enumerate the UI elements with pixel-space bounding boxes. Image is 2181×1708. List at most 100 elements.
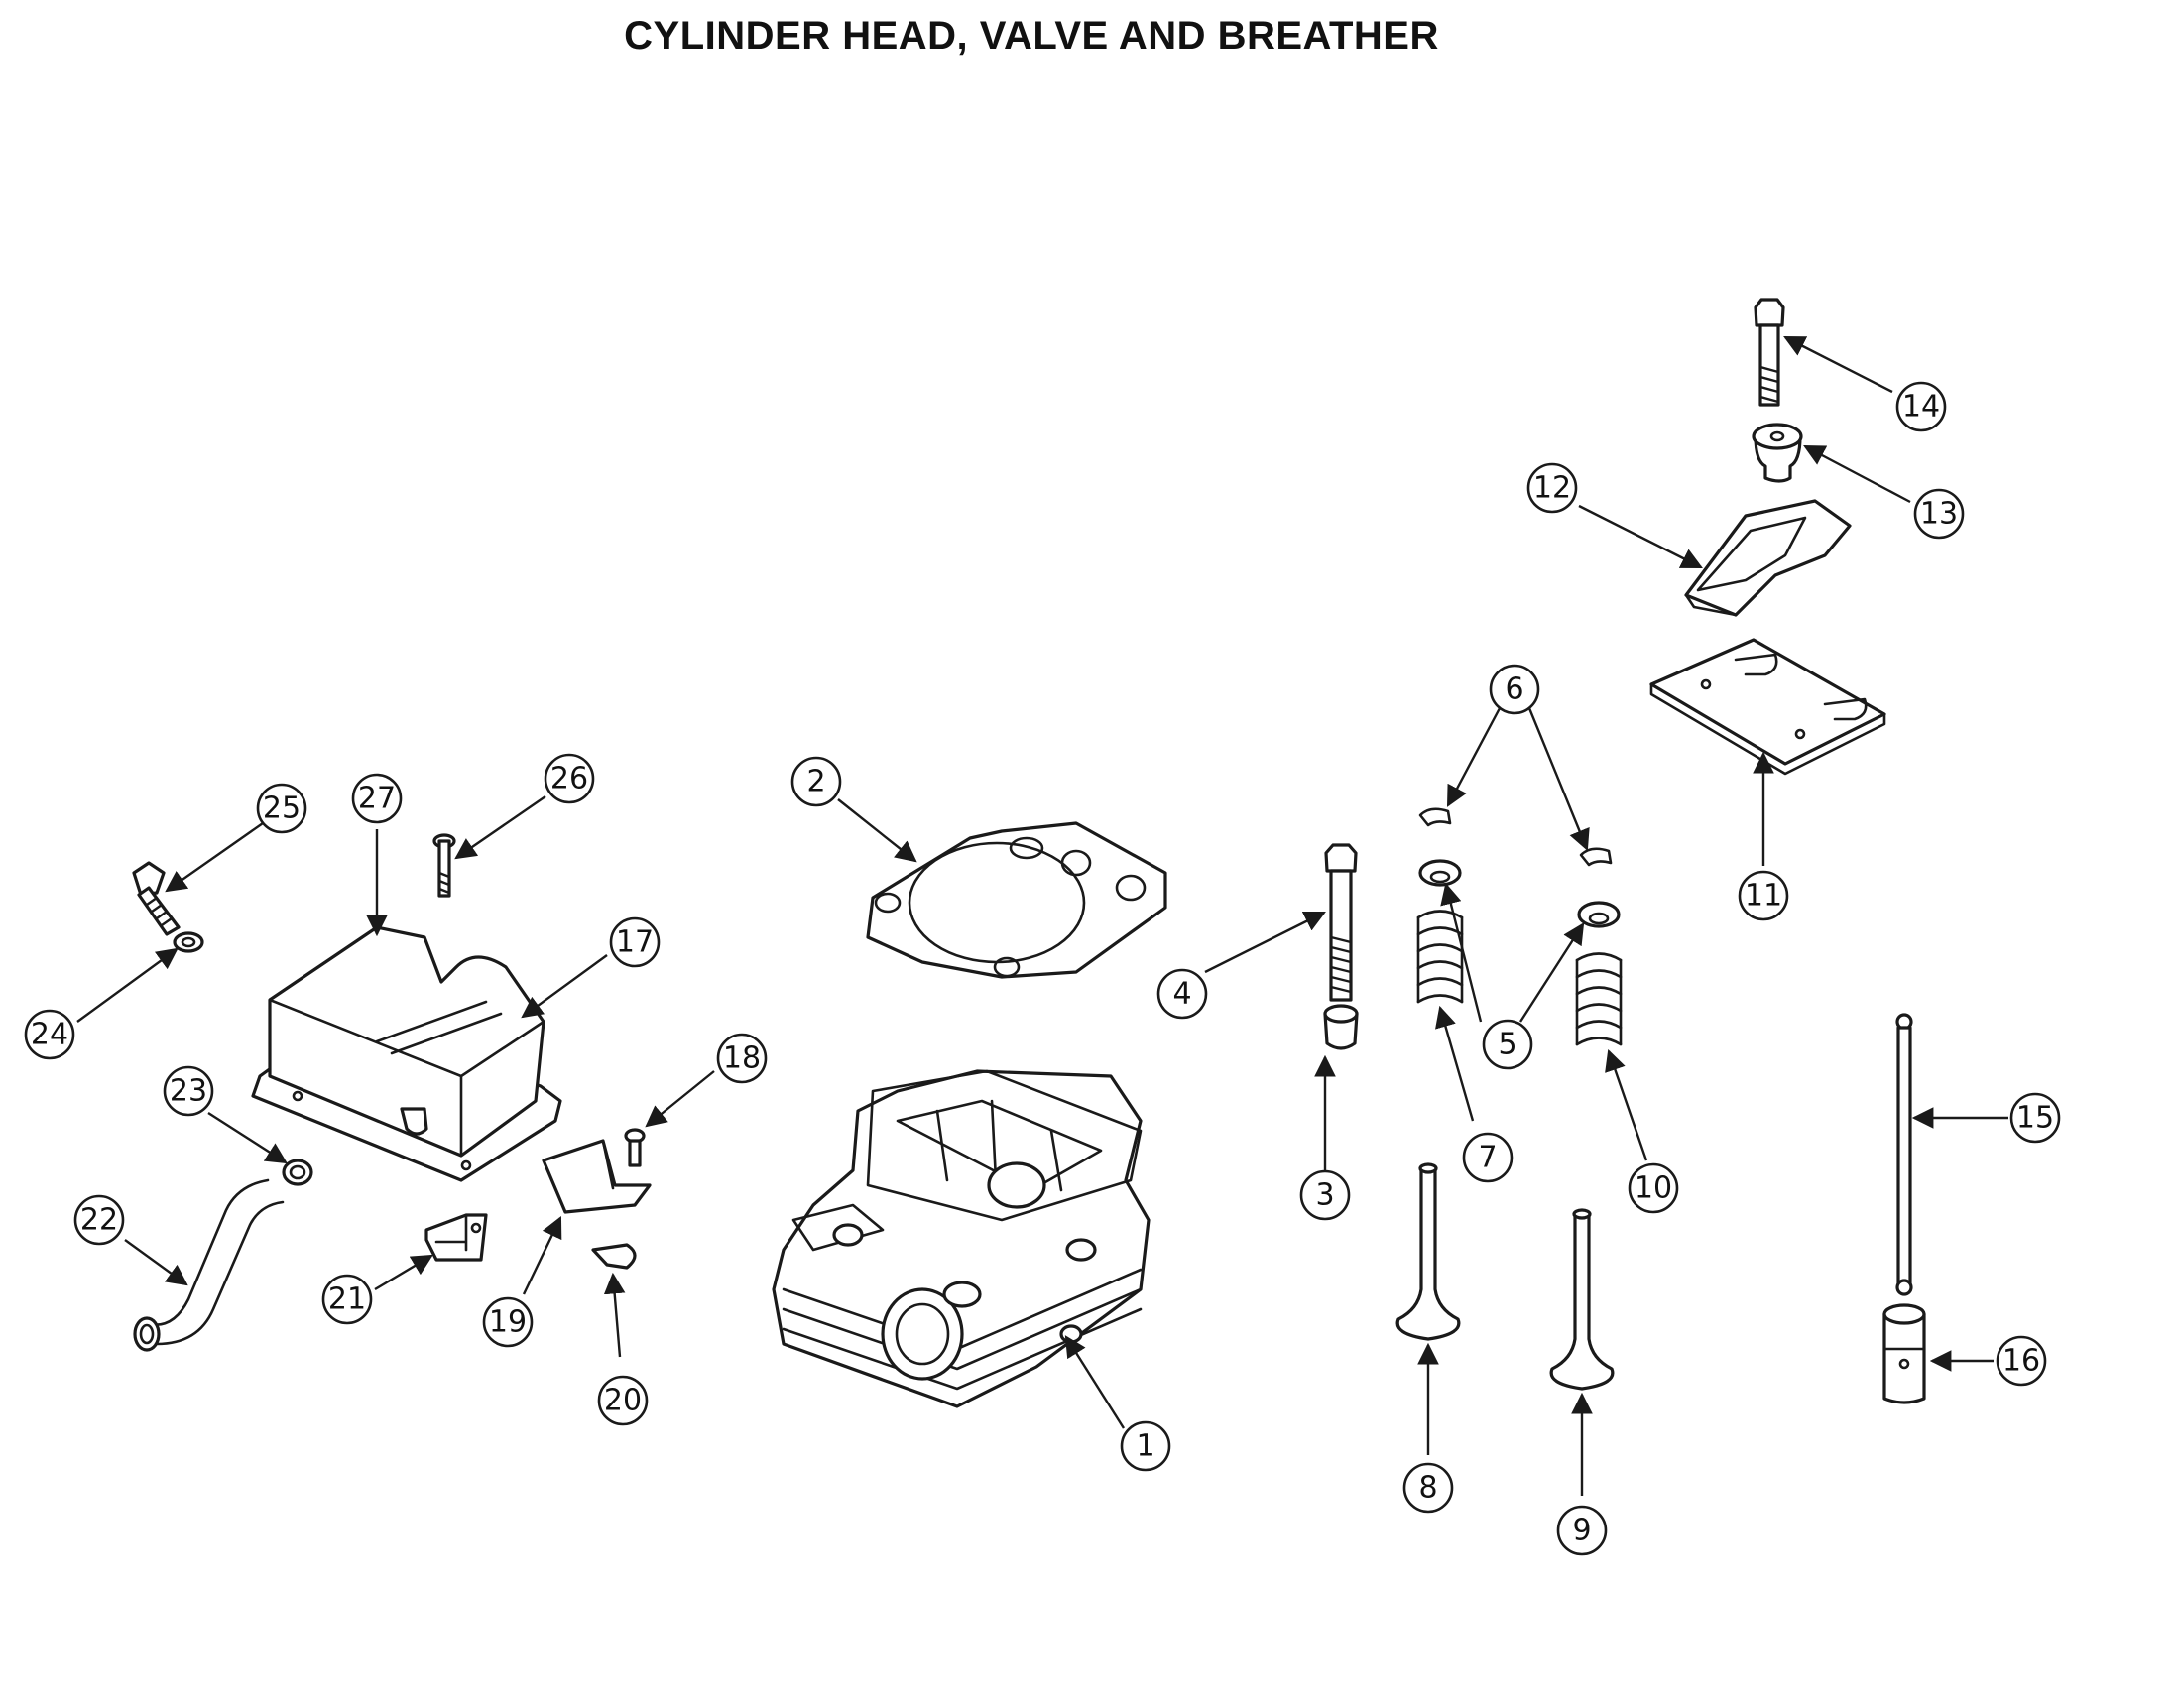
callout-label: 6 [1505, 672, 1523, 707]
part-valve-keeper-left [1418, 807, 1452, 827]
callout-label: 7 [1478, 1141, 1497, 1175]
part-valve-intake [1549, 1208, 1615, 1391]
callout-2: 2 [790, 756, 842, 807]
part-push-rod [1895, 1013, 1913, 1296]
leader-25 [165, 822, 264, 893]
leader-10 [1605, 1048, 1648, 1161]
leader-19 [522, 1216, 562, 1295]
callout-label: 26 [550, 762, 588, 796]
leader-14 [1783, 335, 1893, 394]
part-head-gasket [866, 821, 1167, 979]
leader-2 [837, 798, 917, 863]
callout-label: 15 [2016, 1101, 2054, 1136]
callout-label: 1 [1136, 1429, 1154, 1464]
page-title: CYLINDER HEAD, VALVE AND BREATHER [624, 14, 1439, 58]
callout-7: 7 [1462, 1132, 1514, 1183]
callout-label: 5 [1498, 1028, 1516, 1062]
callout-27: 27 [351, 773, 403, 824]
callout-13: 13 [1913, 488, 1965, 540]
callout-20: 20 [597, 1375, 649, 1426]
part-valve-spring-left [1416, 910, 1464, 1004]
part-washer [173, 931, 204, 953]
callout-label: 9 [1572, 1514, 1591, 1548]
leader-26 [454, 795, 546, 860]
callout-24: 24 [24, 1009, 75, 1060]
part-valve-spring-right [1575, 952, 1623, 1046]
callout-11: 11 [1738, 870, 1789, 921]
leader-24 [76, 947, 179, 1023]
callout-label: 16 [2002, 1344, 2040, 1379]
callout-17: 17 [609, 916, 661, 968]
callout-label: 4 [1172, 977, 1191, 1012]
callout-1: 1 [1120, 1420, 1171, 1472]
part-screw-small [624, 1128, 646, 1167]
callout-label: 8 [1418, 1471, 1437, 1506]
part-hose-clamp [282, 1159, 313, 1186]
part-head-bolt [1324, 843, 1358, 1002]
callout-label: 17 [616, 925, 654, 960]
part-rocker-guide-plate [1649, 638, 1886, 776]
callout-label: 20 [604, 1384, 642, 1418]
leader-17 [521, 954, 608, 1019]
callout-label: 10 [1635, 1171, 1672, 1206]
callout-label: 21 [328, 1282, 366, 1317]
part-breather-hose [133, 1178, 285, 1352]
leader-1 [1064, 1335, 1126, 1429]
part-rocker-arm [1684, 499, 1852, 617]
callout-21: 21 [321, 1274, 373, 1325]
callout-4: 4 [1156, 968, 1208, 1020]
part-stud-bolt [432, 833, 456, 898]
part-valve-keeper-right [1579, 847, 1613, 867]
callout-label: 2 [806, 765, 825, 799]
callout-label: 14 [1902, 390, 1940, 425]
leader-13 [1803, 444, 1911, 504]
callout-label: 3 [1315, 1178, 1334, 1213]
callout-8: 8 [1402, 1462, 1454, 1514]
part-bracket [424, 1213, 488, 1262]
callout-label: 12 [1533, 471, 1571, 506]
part-breather-plate [591, 1243, 637, 1270]
callout-3: 3 [1299, 1169, 1351, 1221]
part-cover-bolt [132, 861, 181, 936]
callout-12: 12 [1526, 462, 1578, 514]
part-rocker-pivot [1752, 423, 1803, 483]
callout-6: 6 [1489, 664, 1540, 715]
callout-15: 15 [2009, 1092, 2061, 1144]
part-spring-retainer-left [1418, 859, 1462, 887]
callout-label: 13 [1920, 497, 1958, 532]
callout-label: 25 [263, 792, 301, 826]
callout-10: 10 [1628, 1162, 1679, 1214]
callout-22: 22 [73, 1194, 125, 1246]
part-breather-baffle [542, 1139, 652, 1214]
leader-23 [207, 1111, 288, 1164]
leader-18 [645, 1070, 715, 1128]
callout-18: 18 [716, 1033, 768, 1084]
leader-5b [1518, 922, 1585, 1023]
part-tappet [1882, 1303, 1926, 1404]
callout-26: 26 [544, 753, 595, 804]
callout-14: 14 [1895, 381, 1947, 432]
part-valve-cover [251, 925, 562, 1182]
part-cylinder-head [772, 1069, 1151, 1408]
part-valve-stem-seal [1323, 1004, 1359, 1050]
callout-label: 23 [170, 1074, 207, 1109]
callout-label: 24 [31, 1018, 68, 1052]
leader-4 [1204, 911, 1326, 974]
leader-12 [1578, 504, 1703, 569]
part-rocker-bolt [1754, 298, 1785, 407]
leader-6a [1446, 707, 1502, 807]
callout-16: 16 [1996, 1335, 2047, 1387]
part-valve-exhaust [1395, 1162, 1461, 1341]
leader-7 [1435, 1005, 1475, 1122]
part-spring-retainer-right [1577, 901, 1621, 928]
callout-5: 5 [1482, 1019, 1533, 1070]
leader-20 [603, 1272, 626, 1358]
callout-label: 22 [80, 1203, 118, 1238]
callout-23: 23 [163, 1065, 214, 1117]
leader-5a [1440, 882, 1483, 1023]
leader-21 [374, 1254, 433, 1291]
callout-9: 9 [1556, 1505, 1608, 1556]
callout-25: 25 [256, 783, 307, 834]
leader-22 [124, 1239, 188, 1286]
